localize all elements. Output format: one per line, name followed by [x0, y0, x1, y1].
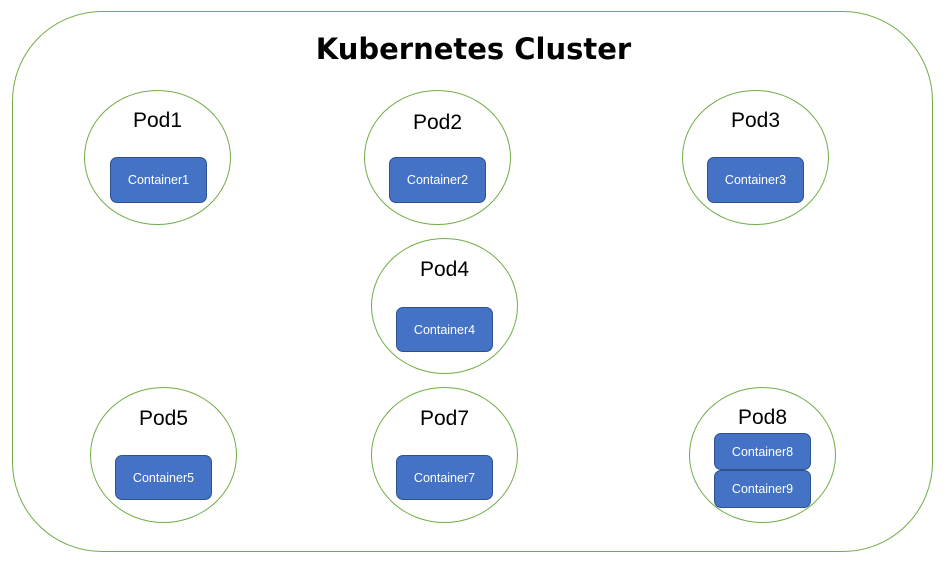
pod-7: Pod7 Container7 [371, 387, 518, 523]
pod-label: Pod3 [730, 109, 781, 132]
container-box: Container4 [396, 307, 493, 352]
pod-label: Pod5 [138, 407, 189, 430]
container-box: Container1 [110, 157, 207, 203]
pod-2: Pod2 Container2 [364, 90, 511, 225]
container-box: Container3 [707, 157, 804, 203]
pod-5: Pod5 Container5 [90, 387, 237, 523]
container-box: Container5 [115, 455, 212, 500]
pod-label: Pod2 [412, 111, 463, 134]
pod-label: Pod8 [737, 406, 788, 429]
pod-4: Pod4 Container4 [371, 238, 518, 374]
pod-3: Pod3 Container3 [682, 90, 829, 225]
pod-8: Pod8 Container8 Container9 [689, 387, 836, 523]
pod-label: Pod7 [419, 407, 470, 430]
container-box: Container9 [714, 470, 811, 508]
container-box: Container2 [389, 157, 486, 203]
container-box: Container8 [714, 433, 811, 470]
pod-label: Pod4 [419, 258, 470, 281]
pod-1: Pod1 Container1 [84, 90, 231, 225]
pod-label: Pod1 [132, 109, 183, 132]
cluster-title: Kubernetes Cluster [315, 32, 632, 66]
container-box: Container7 [396, 455, 493, 500]
